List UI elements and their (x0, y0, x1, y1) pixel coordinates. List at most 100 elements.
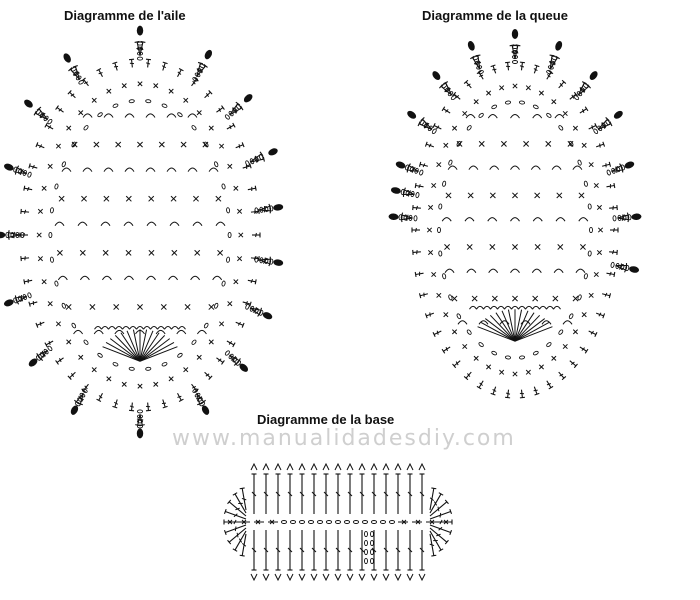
single-crochet-icon (491, 295, 498, 302)
single-crochet-icon (462, 343, 468, 350)
single-crochet-icon (512, 295, 518, 302)
v-stitch-icon (406, 462, 414, 471)
single-crochet-icon (106, 88, 112, 94)
double-crochet-icon (7, 230, 20, 236)
double-crochet-icon (135, 414, 141, 427)
shell-arc-icon (93, 329, 104, 335)
shell-arc-icon (168, 275, 178, 281)
shell-arc-icon (478, 320, 489, 325)
bobble-stitch-icon (388, 213, 399, 220)
double-crochet-icon (424, 312, 435, 319)
bobble-stitch-icon (624, 161, 635, 169)
chain-stitch-icon (466, 125, 472, 131)
single-crochet-icon (436, 292, 442, 298)
double-crochet-icon (323, 530, 329, 571)
chain-stitch-icon (627, 214, 632, 221)
single-crochet-icon (215, 195, 222, 202)
double-crochet-icon (441, 106, 451, 114)
single-crochet-icon (538, 364, 544, 370)
chain-stitch-icon (456, 313, 462, 320)
shell-arc-icon (166, 113, 177, 118)
shell-arc-icon (146, 221, 157, 227)
double-crochet-icon (606, 182, 616, 189)
chain-stitch-icon (307, 520, 315, 524)
double-crochet-icon (226, 340, 236, 348)
double-crochet-icon (242, 163, 252, 170)
single-crochet-icon (471, 295, 478, 302)
shell-arc-icon (169, 221, 180, 227)
shell-arc-icon (562, 320, 573, 325)
chain-stitch-icon (27, 171, 32, 178)
double-crochet-icon (145, 402, 152, 412)
chain-stitch-icon (13, 297, 18, 304)
v-stitch-icon (274, 573, 282, 582)
double-crochet-icon (250, 156, 265, 163)
double-crochet-icon (227, 527, 247, 545)
base-diagram-title: Diagramme de la base (257, 412, 395, 427)
double-crochet-icon (23, 185, 33, 192)
shell-arc-icon (82, 167, 93, 172)
single-crochet-icon (106, 376, 112, 382)
double-crochet-icon (263, 530, 269, 571)
v-stitch-icon (394, 573, 402, 582)
bobble-stitch-icon (243, 94, 253, 103)
single-crochet-icon (489, 244, 496, 250)
shell-arc-icon (465, 113, 476, 119)
bobble-stitch-icon (613, 110, 623, 119)
double-crochet-icon (347, 473, 353, 514)
single-crochet-icon (218, 143, 225, 149)
single-crochet-icon (153, 381, 159, 387)
chain-stitch-icon (177, 112, 183, 118)
bobble-stitch-icon (273, 204, 284, 211)
double-crochet-icon (139, 40, 146, 56)
v-stitch-icon (334, 462, 342, 471)
double-crochet-icon (223, 508, 247, 520)
shell-arc-icon (490, 305, 498, 310)
chain-stitch-icon (612, 215, 617, 222)
chain-stitch-icon (558, 329, 564, 335)
single-crochet-icon (55, 143, 62, 149)
single-crochet-icon (593, 182, 599, 189)
double-crochet-icon (35, 321, 45, 328)
watermark-text: www.manualidadesdiy.com (172, 426, 516, 451)
bobble-stitch-icon (432, 71, 441, 80)
single-crochet-icon (466, 244, 473, 250)
single-crochet-icon (208, 125, 214, 131)
single-crochet-icon (58, 195, 65, 202)
shell-arc-icon (150, 325, 158, 330)
double-crochet-icon (595, 141, 606, 148)
shell-arc-icon (511, 305, 519, 310)
single-crochet-icon (499, 85, 505, 91)
single-crochet-icon (183, 367, 189, 373)
shell-arc-icon (530, 165, 541, 170)
chain-stitch-icon (466, 329, 472, 335)
chain-stitch-icon (438, 203, 443, 210)
single-crochet-icon (597, 227, 604, 233)
shell-arc-icon (73, 329, 84, 335)
chain-stitch-icon (192, 388, 199, 394)
double-crochet-icon (204, 90, 213, 99)
single-crochet-icon (125, 195, 132, 202)
double-crochet-icon (229, 101, 241, 116)
double-crochet-icon (223, 524, 247, 536)
double-crochet-icon (112, 61, 119, 71)
chain-stitch-icon (221, 280, 226, 287)
single-crochet-icon (170, 195, 177, 202)
chain-stitch-icon (419, 169, 424, 176)
single-crochet-icon (451, 329, 458, 335)
single-crochet-icon (148, 249, 155, 256)
single-crochet-icon (171, 249, 178, 256)
wing-diagram-title: Diagramme de l'aile (64, 8, 186, 23)
chain-stitch-icon (370, 539, 374, 547)
single-crochet-icon (572, 329, 579, 335)
single-crochet-icon (556, 192, 563, 199)
single-crochet-icon (233, 185, 239, 191)
chain-stitch-icon (280, 520, 288, 524)
v-stitch-icon (298, 573, 306, 582)
double-crochet-icon (519, 389, 525, 399)
shell-arc-icon (476, 305, 484, 310)
double-crochet-icon (196, 61, 204, 77)
v-stitch-icon (346, 462, 354, 471)
double-crochet-icon (617, 216, 630, 223)
chain-stitch-icon (370, 530, 374, 538)
